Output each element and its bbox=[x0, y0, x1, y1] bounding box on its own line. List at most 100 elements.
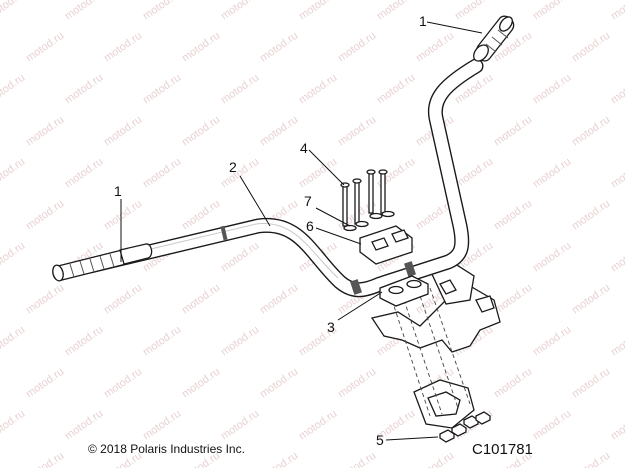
watermark-text: motod.ru bbox=[219, 0, 261, 22]
watermark-text: motod.ru bbox=[180, 282, 222, 317]
watermark-text: motod.ru bbox=[453, 0, 495, 22]
watermark-text: motod.ru bbox=[102, 114, 144, 149]
watermark-text: motod.ru bbox=[297, 156, 339, 191]
watermark-text: motod.ru bbox=[570, 198, 612, 233]
watermark-text: motod.ru bbox=[570, 114, 612, 149]
watermark-text: motod.ru bbox=[414, 450, 456, 468]
watermark-text: motod.ru bbox=[258, 366, 300, 401]
watermark-text: motod.ru bbox=[336, 450, 378, 468]
watermark-text: motod.ru bbox=[219, 408, 261, 443]
watermark-text: motod.ru bbox=[180, 114, 222, 149]
watermark-text: motod.ru bbox=[24, 30, 66, 65]
watermark-text: motod.ru bbox=[0, 0, 27, 22]
watermark-text: motod.ru bbox=[570, 450, 612, 468]
handlebar-clamp-lower bbox=[379, 275, 429, 307]
watermark-text: motod.ru bbox=[531, 324, 573, 359]
watermark-text: motod.ru bbox=[0, 156, 27, 191]
watermark-text: motod.ru bbox=[24, 366, 66, 401]
watermark-text: motod.ru bbox=[63, 72, 105, 107]
nuts bbox=[439, 411, 491, 443]
callout-2-handlebar: 2 bbox=[229, 159, 237, 175]
watermark-text: motod.ru bbox=[63, 324, 105, 359]
watermark-text: motod.ru bbox=[375, 72, 417, 107]
watermark-text: motod.ru bbox=[609, 156, 625, 191]
watermark-text: motod.ru bbox=[531, 0, 573, 22]
watermark-text: motod.ru bbox=[180, 366, 222, 401]
steering-column-assembly bbox=[370, 261, 501, 429]
watermark-text: motod.ru bbox=[141, 72, 183, 107]
watermark-text: motod.ru bbox=[531, 156, 573, 191]
watermark-text: motod.ru bbox=[219, 72, 261, 107]
watermark-text: motod.ru bbox=[492, 282, 534, 317]
watermark-text: motod.ru bbox=[24, 282, 66, 317]
watermark-text: motod.ru bbox=[531, 408, 573, 443]
watermark-text: motod.ru bbox=[336, 366, 378, 401]
callout-7-washer: 7 bbox=[304, 193, 312, 209]
watermark-text: motod.ru bbox=[141, 0, 183, 22]
watermark-text: motod.ru bbox=[570, 282, 612, 317]
copyright-text: © 2018 Polaris Industries Inc. bbox=[88, 442, 245, 456]
callout-4-bolt: 4 bbox=[300, 140, 308, 156]
watermark-text: motod.ru bbox=[219, 156, 261, 191]
watermark-text: motod.ru bbox=[24, 114, 66, 149]
watermark-text: motod.ru bbox=[492, 366, 534, 401]
watermark-text: motod.ru bbox=[609, 408, 625, 443]
watermark-text: motod.ru bbox=[0, 324, 27, 359]
watermark-text: motod.ru bbox=[258, 450, 300, 468]
watermark-text: motod.ru bbox=[609, 324, 625, 359]
watermark-text: motod.ru bbox=[141, 324, 183, 359]
watermark-text: motod.ru bbox=[609, 240, 625, 275]
watermark-text: motod.ru bbox=[141, 408, 183, 443]
washers bbox=[343, 210, 395, 232]
watermark-text: motod.ru bbox=[219, 324, 261, 359]
watermark-text: motod.ru bbox=[180, 198, 222, 233]
watermark-text: motod.ru bbox=[336, 30, 378, 65]
watermark-text: motod.ru bbox=[63, 156, 105, 191]
callout-3-lower-clamp: 3 bbox=[327, 319, 335, 335]
callout-6-upper-clamp: 6 bbox=[306, 218, 314, 234]
watermark-text: motod.ru bbox=[258, 30, 300, 65]
watermark-text: motod.ru bbox=[570, 366, 612, 401]
callout-1-grip-left: 1 bbox=[114, 183, 122, 199]
watermark-text: motod.ru bbox=[63, 0, 105, 22]
watermark-text: motod.ru bbox=[297, 0, 339, 22]
watermark-text: motod.ru bbox=[492, 198, 534, 233]
watermark-text: motod.ru bbox=[258, 282, 300, 317]
watermark-text: motod.ru bbox=[609, 0, 625, 22]
grip-left bbox=[52, 243, 153, 282]
callout-1-grip-right: 1 bbox=[419, 13, 427, 29]
watermark-text: motod.ru bbox=[102, 282, 144, 317]
watermark-text: motod.ru bbox=[0, 408, 27, 443]
watermark-text: motod.ru bbox=[102, 30, 144, 65]
watermark-text: motod.ru bbox=[297, 72, 339, 107]
watermark-text: motod.ru bbox=[102, 366, 144, 401]
watermark-text: motod.ru bbox=[609, 72, 625, 107]
handlebar bbox=[82, 58, 484, 298]
watermark-text: motod.ru bbox=[375, 0, 417, 22]
figure-code: C101781 bbox=[472, 441, 533, 458]
watermark-text: motod.ru bbox=[453, 156, 495, 191]
watermark-text: motod.ru bbox=[180, 30, 222, 65]
watermark-text: motod.ru bbox=[531, 240, 573, 275]
watermark-text: motod.ru bbox=[336, 114, 378, 149]
watermark-text: motod.ru bbox=[297, 408, 339, 443]
handlebar-clamp-upper bbox=[359, 225, 413, 265]
watermark-text: motod.ru bbox=[570, 30, 612, 65]
watermark-text: motod.ru bbox=[102, 198, 144, 233]
watermark-text: motod.ru bbox=[0, 72, 27, 107]
callout-5-nut: 5 bbox=[376, 432, 384, 448]
watermark-text: motod.ru bbox=[492, 114, 534, 149]
grip-right bbox=[473, 15, 515, 62]
watermark-text: motod.ru bbox=[258, 114, 300, 149]
watermark-text: motod.ru bbox=[414, 30, 456, 65]
watermark-text: motod.ru bbox=[531, 72, 573, 107]
watermark-text: motod.ru bbox=[24, 450, 66, 468]
watermark-text: motod.ru bbox=[219, 240, 261, 275]
leader-lines bbox=[120, 21, 483, 441]
callouts: 1 1 2 3 4 5 6 7 bbox=[114, 13, 427, 448]
watermark-text: motod.ru bbox=[0, 240, 27, 275]
watermark-text: motod.ru bbox=[63, 408, 105, 443]
watermark-text: motod.ru bbox=[24, 198, 66, 233]
